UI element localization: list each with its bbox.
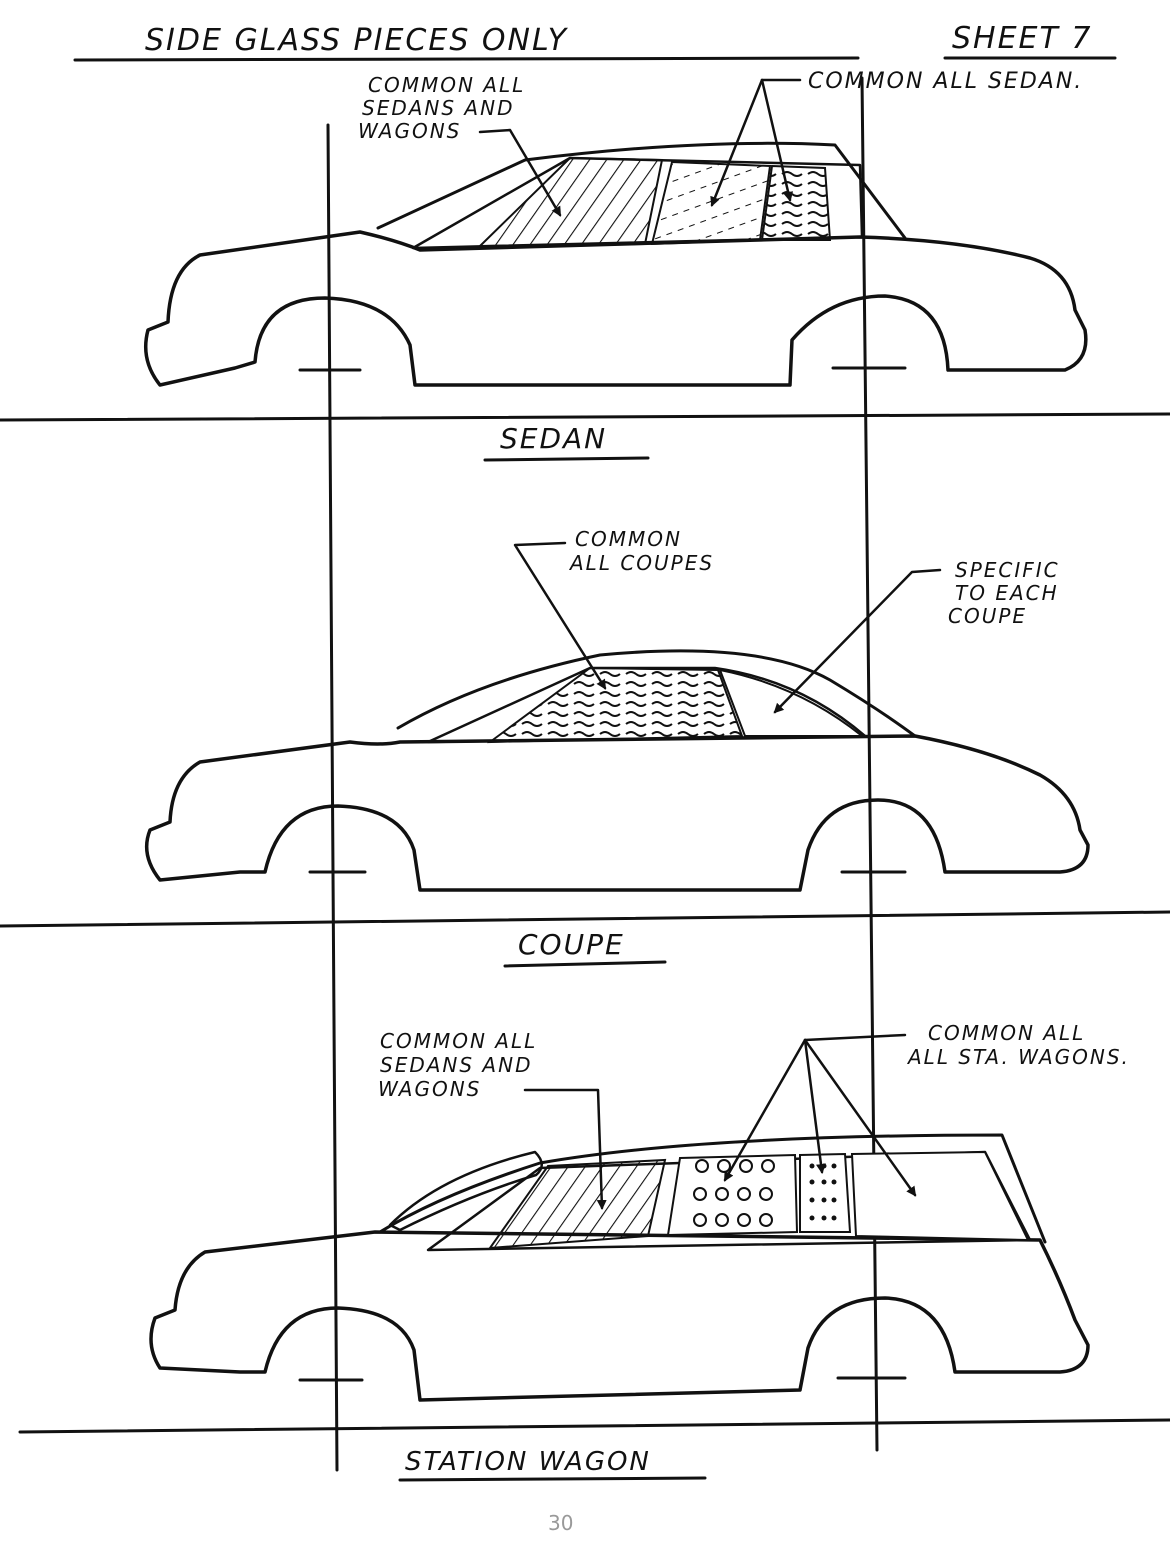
- wagon-caption-underline: [398, 1476, 707, 1482]
- coupe-rear-glass: [718, 668, 865, 737]
- divider-3: [18, 1418, 1170, 1434]
- coupe-callout-right-line2: TO EACH: [955, 581, 1059, 605]
- wagon-callout-left: COMMON ALL SEDANS AND WAGONS: [378, 1029, 607, 1210]
- wagon-front-glass: [487, 1158, 667, 1250]
- sedan-caption-underline: [483, 456, 650, 462]
- sedan-callout-left-line3: WAGONS: [358, 119, 461, 143]
- ref-line-right: [860, 76, 879, 1452]
- coupe-callout-left: COMMON ALL COUPES: [513, 527, 714, 690]
- sedan-callout-left-line2: SEDANS AND: [362, 96, 514, 120]
- coupe-callout-right-line1: SPECIFIC: [955, 558, 1060, 582]
- coupe-caption: COUPE: [518, 928, 625, 961]
- wagon-callout-right: COMMON ALL ALL STA. WAGONS.: [723, 1021, 1130, 1197]
- title-underline: [73, 56, 860, 62]
- wagon-callout-left-line2: SEDANS AND: [380, 1053, 532, 1077]
- wagon-callout-right-line2: ALL STA. WAGONS.: [906, 1045, 1130, 1069]
- wagon-callout-right-line1: COMMON ALL: [928, 1021, 1085, 1045]
- wagon-car: [149, 1133, 1090, 1402]
- divider-2: [0, 910, 1170, 928]
- wagon-caption: STATION WAGON: [405, 1447, 651, 1477]
- sedan-callout-left: COMMON ALL SEDANS AND WAGONS: [358, 73, 562, 217]
- sheet-label: SHEET 7: [952, 21, 1092, 56]
- wagon-circles-pattern: [693, 1159, 775, 1227]
- coupe-callout-left-line2: ALL COUPES: [568, 551, 714, 575]
- wagon-pillar-glass: [799, 1152, 852, 1233]
- page-number: 30: [548, 1511, 573, 1535]
- coupe-caption-underline: [503, 960, 667, 968]
- sedan-callout-right-text: COMMON ALL SEDAN.: [808, 69, 1083, 94]
- wagon-dots-pattern: [809, 1163, 837, 1221]
- divider-1: [0, 412, 1170, 422]
- sedan-quarter-glass: [760, 164, 832, 241]
- coupe-callout-right-line3: COUPE: [948, 604, 1027, 628]
- sedan-callout-left-line1: COMMON ALL: [368, 73, 525, 97]
- coupe-callout-left-line1: COMMON: [575, 527, 682, 551]
- ref-line-left: [326, 123, 339, 1472]
- wagon-callout-left-line3: WAGONS: [378, 1077, 481, 1101]
- sedan-caption: SEDAN: [500, 422, 607, 455]
- sedan-car: [144, 141, 1088, 387]
- sedan-front-glass: [477, 156, 664, 248]
- coupe-main-glass: [486, 666, 744, 744]
- wagon-callout-left-line1: COMMON ALL: [380, 1029, 537, 1053]
- wagon-cargo-glass: [850, 1150, 1030, 1242]
- sedan-rear-glass: [650, 160, 772, 246]
- coupe-callout-right: SPECIFIC TO EACH COUPE: [773, 558, 1060, 714]
- sedan-callout-right: COMMON ALL SEDAN.: [710, 69, 1083, 207]
- coupe-car: [144, 649, 1090, 892]
- sheet-title: SIDE GLASS PIECES ONLY: [145, 23, 569, 58]
